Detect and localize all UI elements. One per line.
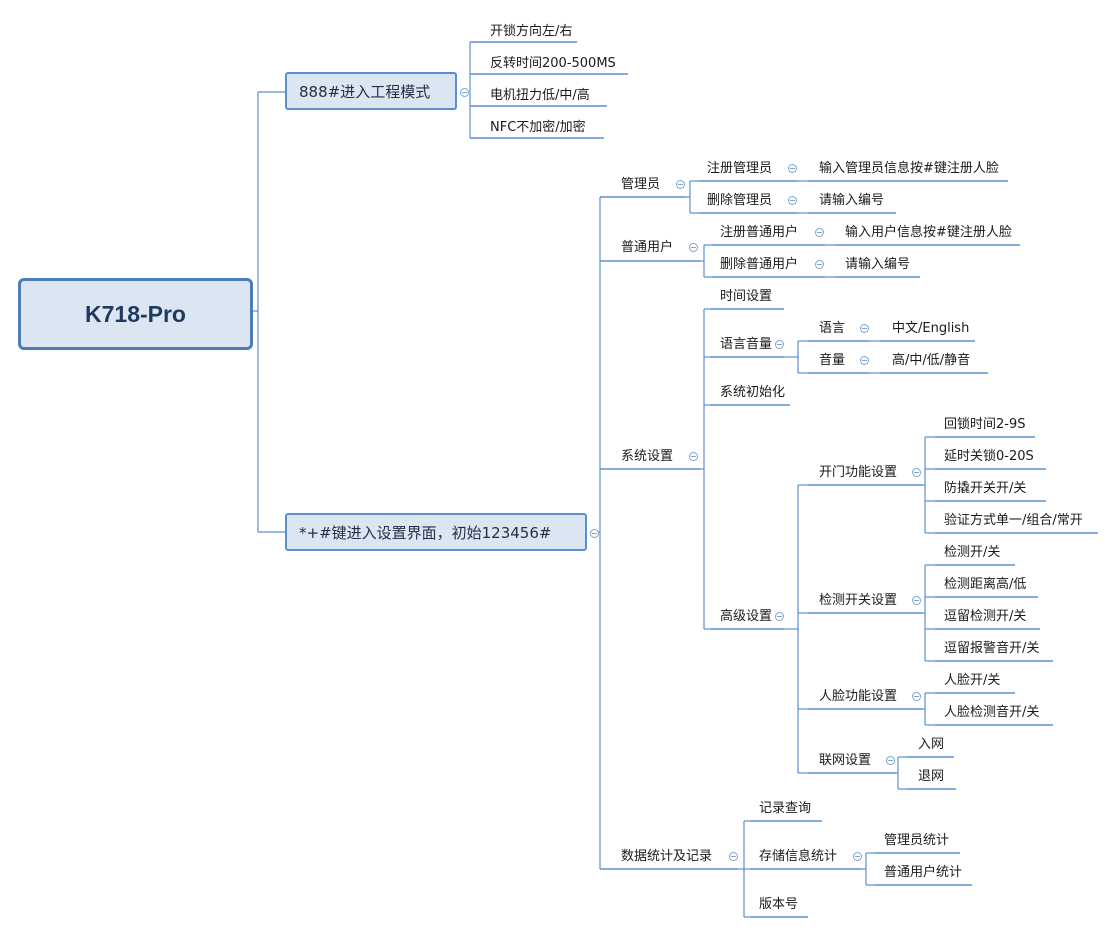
time-settings-node[interactable]: 时间设置 [720,289,773,304]
detect-item[interactable]: 逗留检测开/关 [944,609,1027,624]
door-item[interactable]: 回锁时间2-9S [944,417,1026,432]
version-node[interactable]: 版本号 [759,897,799,912]
detect-item[interactable]: 检测距离高/低 [944,577,1027,592]
volume-node[interactable]: 音量 [819,353,846,368]
detect-item[interactable]: 检测开/关 [944,545,1001,560]
face-function-node[interactable]: 人脸功能设置 [819,689,898,704]
collapse-toggle-icon[interactable] [676,180,685,189]
collapse-toggle-icon[interactable] [853,852,862,861]
register-user-detail[interactable]: 输入用户信息按#键注册人脸 [845,225,1012,240]
collapse-toggle-icon[interactable] [815,260,824,269]
collapse-toggle-icon[interactable] [860,324,869,333]
network-node[interactable]: 联网设置 [819,753,872,768]
register-user-node[interactable]: 注册普通用户 [720,225,799,240]
settings-menu-node[interactable]: *+#键进入设置界面，初始123456# [285,513,587,551]
collapse-toggle-icon[interactable] [815,228,824,237]
collapse-toggle-icon[interactable] [912,596,921,605]
admin-stats-node[interactable]: 管理员统计 [884,833,950,848]
admin-node[interactable]: 管理员 [621,177,661,192]
door-item[interactable]: 验证方式单一/组合/常开 [944,513,1083,528]
storage-stats-node[interactable]: 存储信息统计 [759,849,838,864]
collapse-toggle-icon[interactable] [729,852,738,861]
advanced-settings-node[interactable]: 高级设置 [720,609,773,624]
stats-node[interactable]: 数据统计及记录 [621,849,713,864]
door-function-node[interactable]: 开门功能设置 [819,465,898,480]
collapse-toggle-icon[interactable] [775,612,784,621]
engineering-item[interactable]: NFC不加密/加密 [490,120,586,135]
collapse-toggle-icon[interactable] [590,529,599,538]
face-item[interactable]: 人脸检测音开/关 [944,705,1040,720]
network-item[interactable]: 入网 [918,737,945,752]
user-stats-node[interactable]: 普通用户统计 [884,865,963,880]
collapse-toggle-icon[interactable] [886,756,895,765]
engineering-mode-label: 888#进入工程模式 [299,82,431,101]
system-settings-node[interactable]: 系统设置 [621,449,674,464]
engineering-mode-node[interactable]: 888#进入工程模式 [285,72,457,110]
collapse-toggle-icon[interactable] [912,468,921,477]
engineering-item[interactable]: 开锁方向左/右 [490,24,573,39]
door-item[interactable]: 延时关锁0-20S [944,449,1034,464]
engineering-item[interactable]: 反转时间200-500MS [490,56,616,71]
language-value[interactable]: 中文/English [892,321,970,336]
detect-switch-node[interactable]: 检测开关设置 [819,593,898,608]
collapse-toggle-icon[interactable] [912,692,921,701]
register-admin-detail[interactable]: 输入管理员信息按#键注册人脸 [819,161,999,176]
delete-user-detail[interactable]: 请输入编号 [845,257,911,272]
network-item[interactable]: 退网 [918,769,945,784]
register-admin-node[interactable]: 注册管理员 [707,161,773,176]
collapse-toggle-icon[interactable] [775,340,784,349]
root-label: K718-Pro [85,300,186,327]
face-item[interactable]: 人脸开/关 [944,673,1001,688]
delete-admin-detail[interactable]: 请输入编号 [819,193,885,208]
collapse-toggle-icon[interactable] [689,452,698,461]
delete-admin-node[interactable]: 删除管理员 [707,193,773,208]
engineering-item[interactable]: 电机扭力低/中/高 [490,88,590,103]
language-node[interactable]: 语言 [819,321,846,336]
door-item[interactable]: 防撬开关开/关 [944,481,1027,496]
volume-value[interactable]: 高/中/低/静音 [892,353,971,368]
settings-menu-label: *+#键进入设置界面，初始123456# [299,523,552,542]
detect-item[interactable]: 逗留报警音开/关 [944,641,1040,656]
language-volume-node[interactable]: 语言音量 [720,337,773,352]
collapse-toggle-icon[interactable] [689,243,698,252]
collapse-toggle-icon[interactable] [860,356,869,365]
system-init-node[interactable]: 系统初始化 [720,385,786,400]
record-query-node[interactable]: 记录查询 [759,801,812,816]
collapse-toggle-icon[interactable] [460,88,469,97]
collapse-toggle-icon[interactable] [788,196,797,205]
user-node[interactable]: 普通用户 [621,240,674,255]
delete-user-node[interactable]: 删除普通用户 [720,257,799,272]
collapse-toggle-icon[interactable] [788,164,797,173]
root-node[interactable]: K718-Pro [18,278,253,350]
